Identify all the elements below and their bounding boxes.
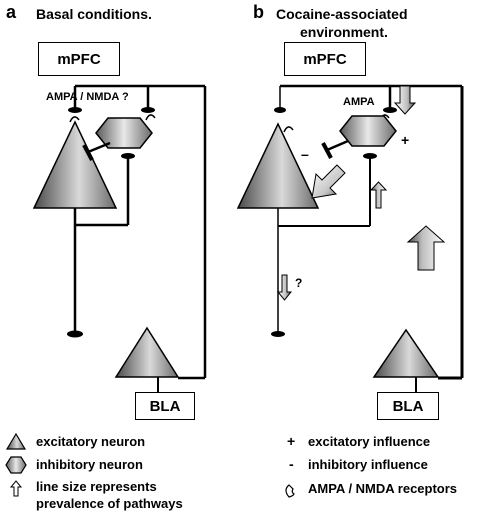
receptor-icon-b1 (283, 126, 294, 133)
bla-box-b: BLA (377, 392, 439, 420)
panel-b-title-line2: environment. (300, 24, 388, 40)
receptor-label-b: AMPA (343, 96, 375, 108)
pyramidal-terminal-a (67, 330, 83, 338)
inhibitory-interneuron-b (339, 115, 397, 147)
bla-neuron-b (372, 328, 440, 378)
legend-minus-symbol: - (289, 456, 294, 472)
pyramidal-terminal-b (271, 331, 285, 337)
question-mark: ? (295, 276, 303, 290)
collateral-terminal-b (363, 153, 377, 159)
minus-sign: – (301, 146, 309, 162)
panel-a-diagram (32, 84, 207, 393)
panel-a-title: Basal conditions. (36, 6, 152, 22)
inhibitory-terminal-b (321, 142, 333, 159)
legend-line-size-2: prevalence of pathways (36, 496, 183, 511)
panel-b-diagram (236, 84, 464, 393)
synapse-terminal-a1 (68, 107, 82, 113)
receptor-icon (285, 484, 295, 498)
interneuron-axon-a (87, 141, 111, 154)
bla-neuron-a (114, 326, 180, 378)
mpfc-box-b: mPFC (284, 42, 366, 76)
interneuron-axon-b (326, 139, 349, 152)
receptor-icon-a1 (69, 116, 80, 123)
triangle-icon (5, 432, 27, 450)
arrow-up-bla-icon (406, 225, 446, 271)
synapse-terminal-b2 (383, 107, 397, 113)
receptor-label-a: AMPA / NMDA ? (46, 91, 129, 103)
panel-b-letter: b (253, 2, 264, 22)
legend-excitatory-influence: excitatory influence (308, 434, 431, 449)
arrow-up-collateral-icon (369, 181, 388, 209)
legend-line-size-1: line size represents (36, 479, 157, 494)
plus-sign: + (401, 132, 410, 148)
inhibitory-terminal-a (82, 144, 94, 161)
synapse-terminal-b1 (274, 107, 286, 113)
collateral-terminal-a (121, 153, 135, 159)
legend-receptors: AMPA / NMDA receptors (308, 481, 458, 496)
arrow-diagonal-icon (311, 164, 346, 199)
arrow-down-axon-icon (276, 274, 293, 301)
mpfc-box-a: mPFC (38, 42, 120, 76)
pyramidal-neuron-b (236, 122, 320, 209)
legend-inhibitory-influence: inhibitory influence (308, 457, 428, 472)
arrow-up-icon (9, 480, 23, 497)
legend-excitatory-neuron: excitatory neuron (36, 434, 146, 449)
bla-box-a: BLA (135, 392, 195, 420)
legend-inhibitory-neuron: inhibitory neuron (36, 457, 143, 472)
receptor-icon-a2 (145, 114, 156, 121)
panel-b-title-line1: Cocaine-associated (276, 6, 408, 22)
hexagon-icon (5, 456, 27, 474)
legend-icons (5, 432, 295, 498)
inhibitory-interneuron-a (95, 117, 153, 149)
synapse-terminal-a2 (141, 107, 155, 113)
panel-a-letter: a (6, 2, 17, 22)
arrow-down-mpfc-icon (393, 85, 417, 115)
legend-plus-symbol: + (287, 433, 296, 449)
